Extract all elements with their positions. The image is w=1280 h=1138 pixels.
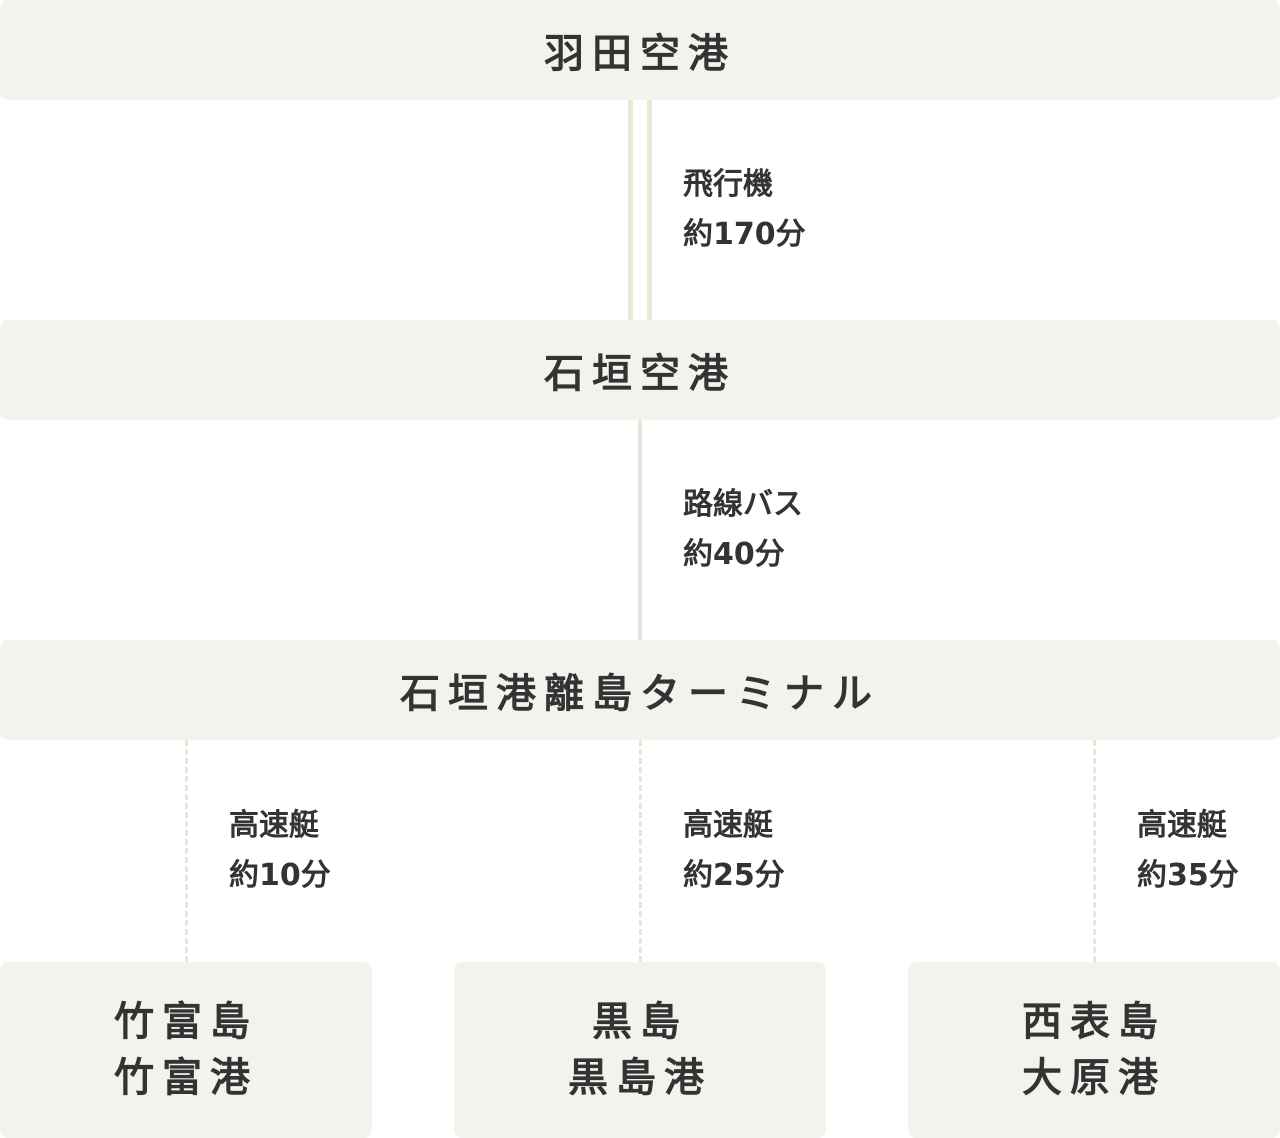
route-mode: 高速艇 xyxy=(683,808,773,843)
connector-bus xyxy=(638,420,642,640)
route-duration: 約35分 xyxy=(1137,858,1239,893)
node-iriomote: 西表島 大原港 xyxy=(908,962,1280,1138)
island-name: 黒島 xyxy=(592,999,688,1045)
connector-ferry-iriomote xyxy=(1093,740,1096,962)
node-label: 羽田空港 xyxy=(544,31,736,77)
port-name: 黒島港 xyxy=(568,1055,712,1101)
route-duration: 約10分 xyxy=(229,858,331,893)
route-ferry-iriomote: 高速艇 約35分 xyxy=(1137,801,1239,901)
connector-flight-left xyxy=(628,100,633,320)
route-ferry-taketomi: 高速艇 約10分 xyxy=(229,801,331,901)
route-duration: 約40分 xyxy=(683,537,785,572)
node-label: 石垣空港 xyxy=(544,351,736,397)
route-bus: 路線バス 約40分 xyxy=(683,480,803,580)
route-flight: 飛行機 約170分 xyxy=(683,160,806,260)
node-ishigaki-port-terminal: 石垣港離島ターミナル xyxy=(0,640,1280,740)
port-name: 竹富港 xyxy=(114,1055,258,1101)
route-mode: 路線バス xyxy=(683,487,803,522)
island-name: 西表島 xyxy=(1022,999,1166,1045)
connector-flight-right xyxy=(647,100,652,320)
route-ferry-kuroshima: 高速艇 約25分 xyxy=(683,801,785,901)
route-duration: 約25分 xyxy=(683,858,785,893)
node-ishigaki-airport: 石垣空港 xyxy=(0,320,1280,420)
route-mode: 高速艇 xyxy=(229,808,319,843)
island-name: 竹富島 xyxy=(114,999,258,1045)
port-name: 大原港 xyxy=(1022,1055,1166,1101)
connector-ferry-taketomi xyxy=(185,740,188,962)
node-taketomi: 竹富島 竹富港 xyxy=(0,962,372,1138)
route-mode: 高速艇 xyxy=(1137,808,1227,843)
node-kuroshima: 黒島 黒島港 xyxy=(454,962,826,1138)
node-label: 石垣港離島ターミナル xyxy=(400,671,880,717)
node-haneda-airport: 羽田空港 xyxy=(0,0,1280,100)
connector-ferry-kuroshima xyxy=(639,740,642,962)
route-duration: 約170分 xyxy=(683,217,806,252)
route-mode: 飛行機 xyxy=(683,167,773,202)
